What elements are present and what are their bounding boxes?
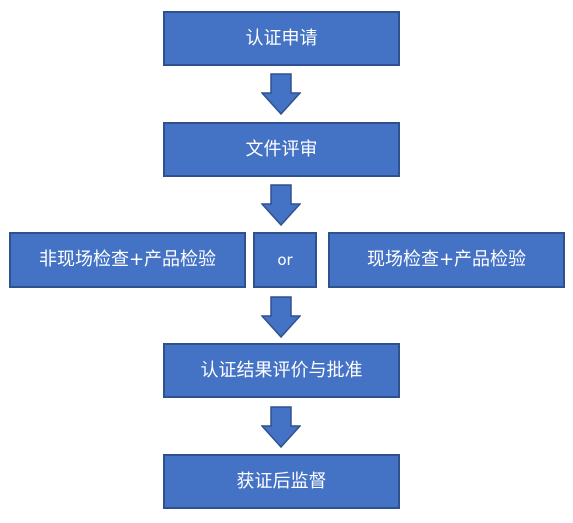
down-arrow-icon xyxy=(261,406,301,448)
step-onsite-inspection-product-testing: 现场检查+产品检验 xyxy=(328,232,565,288)
step-non-onsite-inspection-product-testing: 非现场检查+产品检验 xyxy=(9,232,246,288)
step-certification-evaluation-approval: 认证结果评价与批准 xyxy=(163,343,400,398)
down-arrow-icon xyxy=(261,73,301,115)
step-document-review: 文件评审 xyxy=(163,122,400,177)
step-post-certification-supervision: 获证后监督 xyxy=(163,454,400,509)
or-connector: or xyxy=(253,232,317,288)
down-arrow-icon xyxy=(261,184,301,226)
down-arrow-icon xyxy=(261,296,301,338)
step-certification-application: 认证申请 xyxy=(163,11,400,66)
